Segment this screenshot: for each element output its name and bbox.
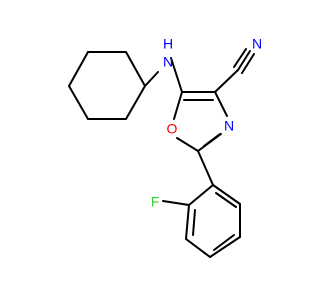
bond-ph-4 [209,236,241,258]
fluorophenyl-ring [185,184,241,258]
bond-cy-nh [144,71,159,87]
bond-ph-inner-3 [215,192,237,208]
bond-n3-c4 [214,91,228,117]
bond-nh-c5 [170,57,183,93]
bond-ph-f [162,200,190,206]
bond-ph-1 [188,184,214,206]
bond-o-c2 [176,137,199,152]
bond-cn-triple-1 [237,50,251,71]
bond-cn-triple-2 [233,48,247,68]
bond-c4-cn [214,69,239,93]
oxazole-ring [173,91,228,152]
bond-ph-inner-2 [213,234,235,251]
bond-ph-6 [212,184,241,205]
amine-n-label: N [163,54,173,70]
bond-c2-n3-double [203,133,221,147]
amine-h-label: H [163,36,173,52]
bond-cy-3 [125,85,146,120]
bond-ph-3 [185,238,211,258]
nitrile-group [214,48,255,93]
bond-cy-5 [68,85,89,120]
bond-c5-o [173,91,183,120]
cyclohexyl-ring [68,51,146,120]
oxygen-label: O [167,121,178,137]
bond-cy-2 [125,51,146,87]
ring-n-label: N [224,118,234,134]
bond-ph-inner-1 [192,209,196,236]
nitrile-n-label: N [252,36,262,52]
molecule-canvas: N H N O N F [68,36,262,258]
bond-cn-triple-3 [241,53,255,74]
bond-ph-2 [185,204,190,240]
structure-diagram: N H N O N F [68,36,262,258]
bond-c2-phenyl [197,150,214,186]
bond-cy-6 [68,51,89,87]
fluorine-label: F [151,194,160,210]
